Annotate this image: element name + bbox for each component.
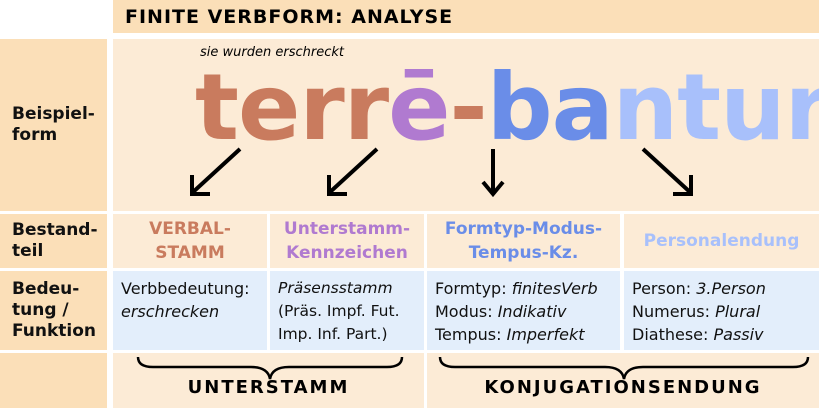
part-label-unterstamm: Unterstamm- Kennzeichen [270, 214, 424, 268]
arrow-down-icon [481, 149, 505, 198]
word-formtyp: ba [486, 54, 614, 161]
group-unterstamm: UNTERSTAMM [113, 353, 424, 408]
word-dash: - [449, 54, 488, 161]
meaning-key: Formtyp: [435, 279, 512, 298]
row-label-beispielform: Beispiel- form [0, 39, 107, 211]
meaning-value: Plural [715, 302, 761, 321]
word-ending: ntur [612, 54, 819, 161]
group-label-konjugationsendung: KONJUGATIONSENDUNG [484, 377, 762, 398]
meaning-personalendung: Person: 3.Person Numerus: Plural Diathes… [624, 271, 819, 350]
part-label-personalendung: Personalendung [624, 214, 819, 268]
meaning-value: erschrecken [121, 302, 220, 321]
meaning-text: Verbbedeutung: [121, 279, 250, 298]
word-marker: ē [388, 54, 450, 161]
meaning-key: Person: [632, 279, 697, 298]
meaning-key: Modus: [435, 302, 498, 321]
part-label-verbalstamm: VERBAL- STAMM [113, 214, 267, 268]
arrows [190, 147, 693, 198]
example-word: terrē-bantur [195, 53, 819, 163]
arrow-down-left-icon [190, 147, 242, 196]
meaning-unterstamm: Präsensstamm (Präs. Impf. Fut. Imp. Inf.… [270, 271, 424, 350]
meaning-text: Imp. Inf. Part.) [278, 325, 388, 343]
group-label-unterstamm: UNTERSTAMM [187, 377, 350, 398]
meaning-formtyp: Formtyp: finitesVerb Modus: Indikativ Te… [427, 271, 620, 350]
meaning-value: Imperfekt [506, 325, 585, 344]
meaning-key: Diathese: [632, 325, 714, 344]
brace-icon [136, 356, 404, 380]
row-label-bedeutung: Bedeu- tung / Funktion [0, 271, 107, 350]
meaning-value: Indikativ [497, 302, 567, 321]
meaning-key: Numerus: [632, 302, 716, 321]
arrow-down-left-icon [327, 147, 379, 196]
arrow-down-right-icon [641, 147, 693, 196]
row-label-empty [0, 353, 107, 408]
meaning-verbalstamm: Verbbedeutung: erschrecken [113, 271, 267, 350]
meaning-value: 3.Person [696, 279, 766, 298]
title: FINITE VERBFORM: ANALYSE [113, 0, 819, 33]
group-konjugationsendung: KONJUGATIONSENDUNG [427, 353, 819, 408]
meaning-value: Präsensstamm [278, 279, 393, 297]
translation: sie wurden erschreckt [200, 45, 344, 60]
meaning-text: (Präs. Impf. Fut. [278, 302, 400, 320]
meaning-value: finitesVerb [511, 279, 598, 298]
word-stem: terr [195, 54, 389, 161]
part-label-formtyp: Formtyp-Modus- Tempus-Kz. [427, 214, 620, 268]
meaning-value: Passiv [713, 325, 764, 344]
brace-icon [438, 356, 810, 380]
row-label-bestandteil: Bestand- teil [0, 214, 107, 268]
meaning-key: Tempus: [435, 325, 507, 344]
example-panel: sie wurden erschreckt terrē-bantur [113, 39, 819, 211]
